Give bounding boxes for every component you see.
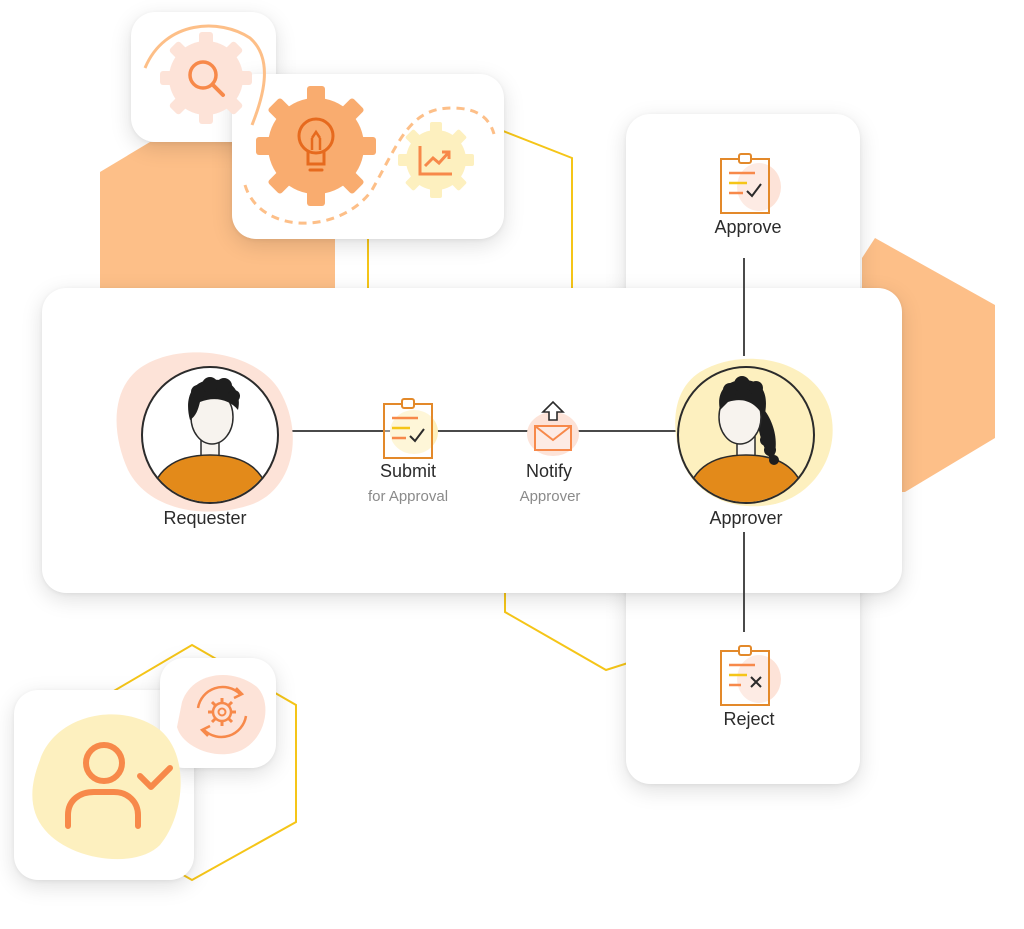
requester-label: Requester — [163, 508, 247, 528]
approve-clipboard-icon — [720, 153, 781, 214]
requester-avatar — [116, 352, 293, 512]
submit-label: Submit — [379, 461, 437, 481]
envelope-upload-icon — [527, 400, 579, 456]
lightbulb-gear-icon — [256, 86, 376, 206]
notify-label: Notify — [525, 461, 573, 481]
clipboard-x-icon — [720, 645, 781, 706]
approver-avatar — [675, 358, 833, 507]
user-check-icon — [32, 714, 181, 860]
search-gear-icon — [160, 32, 252, 124]
connector-line-reject — [743, 532, 745, 632]
curved-connector-dashed — [243, 106, 496, 225]
approve-label: Approve — [714, 217, 782, 237]
connector-line-main — [278, 430, 680, 432]
clipboard-check-icon — [383, 398, 438, 459]
reject-label: Reject — [723, 709, 775, 729]
sync-gear-icon — [177, 675, 266, 755]
chart-gear-icon — [398, 122, 474, 198]
connector-line-approve — [743, 258, 745, 356]
approver-label: Approver — [709, 508, 783, 528]
curved-connector-solid — [143, 24, 266, 126]
submit-sublabel: for Approval — [367, 488, 449, 505]
notify-sublabel: Approver — [519, 488, 581, 505]
